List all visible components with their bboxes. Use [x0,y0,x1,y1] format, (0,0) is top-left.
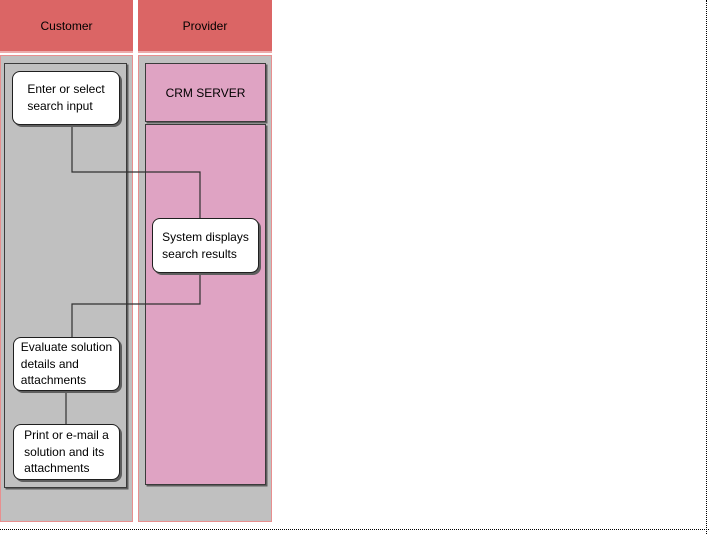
node-system-displays-results-label: System displays search results [162,229,249,261]
node-print-email-solution: Print or e-mail a solution and its attac… [13,424,120,480]
node-evaluate-solution-label: Evaluate solution details and attachment… [20,339,113,388]
page-break-line-right [706,0,707,534]
node-enter-search-input-label: Enter or select search input [27,82,105,113]
crm-server-label: CRM SERVER [165,85,246,100]
page-break-line-bottom [0,529,709,530]
node-print-email-solution-label: Print or e-mail a solution and its attac… [24,427,109,476]
lane-header-provider: Provider [138,0,272,53]
crm-server-box: CRM SERVER [145,63,266,122]
node-enter-search-input: Enter or select search input [12,71,120,125]
node-system-displays-results: System displays search results [152,218,259,273]
lane-header-customer: Customer [0,0,133,53]
provider-activity-region [145,124,266,485]
node-evaluate-solution: Evaluate solution details and attachment… [13,337,120,391]
lane-title-provider: Provider [182,18,228,33]
lane-title-customer: Customer [40,18,93,33]
